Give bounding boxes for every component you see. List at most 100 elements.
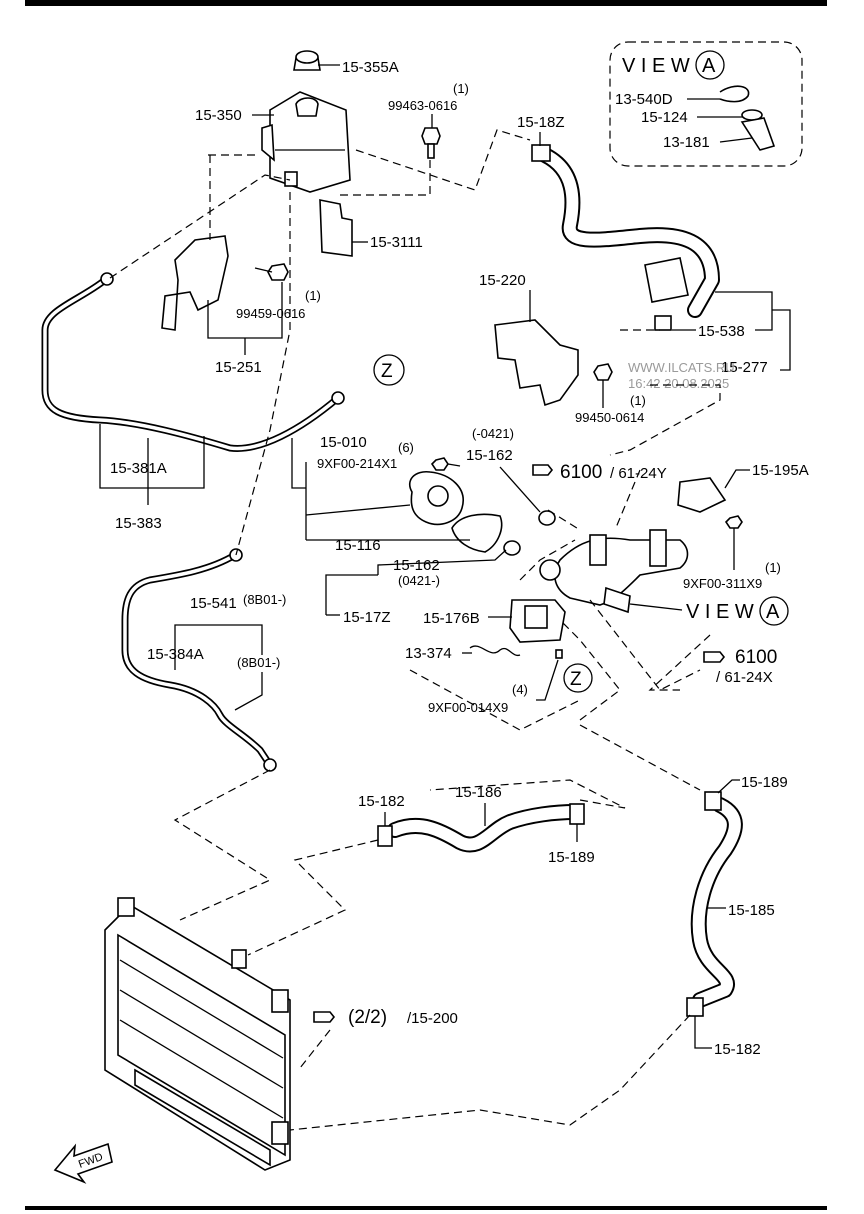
label-15-384A: 15-384A (147, 646, 204, 663)
clamp-15-189-upper (569, 803, 585, 825)
clamp-15-182-right (686, 997, 704, 1017)
connector-15-538 (644, 257, 689, 303)
ref-6100-lower-group: 6100 / 61-24X (703, 647, 777, 686)
label-99463-0616: 99463-0616 (388, 98, 457, 113)
view-a-part-13-181: 13-181 (663, 134, 710, 151)
label-15-384A-note: (8B01-) (237, 655, 280, 670)
ref-2-2: (2/2) (348, 1007, 387, 1028)
label-15-185: 15-185 (728, 902, 775, 919)
clip-13-540D (719, 85, 750, 103)
gasket-15-116 (451, 513, 503, 553)
label-15-383: 15-383 (115, 515, 162, 532)
label-15-186: 15-186 (455, 784, 502, 801)
label-15-010: 15-010 (320, 434, 367, 451)
view-a-inset-circle (695, 50, 725, 80)
ref-15-200: /15-200 (407, 1010, 458, 1027)
label-99459-qty: (1) (305, 288, 321, 303)
dashed-connection-lines (109, 129, 721, 1131)
pipe-15-384A: 15-541 (8B01-) 15-384A (8B01-) (121, 548, 286, 772)
ref-hand-6100-upper (532, 464, 554, 476)
watermark-site: WWW.ILCATS.RU (628, 360, 735, 375)
bolt-99463-0616: (1) 99463-0616 (388, 81, 469, 159)
clamp-15-18Z (531, 144, 551, 162)
label-15-189-upper: 15-189 (741, 774, 788, 791)
overflow-pipe-15-381A: 15-381A 15-383 Z (41, 272, 405, 532)
label-15-17Z: 15-17Z (343, 609, 391, 626)
fitting-13-181 (740, 117, 776, 151)
ref-61-24X: / 61-24X (716, 669, 773, 686)
label-9XF00-311X9-qty: (1) (765, 560, 781, 575)
bracket-15-251: (1) 99459-0616 15-251 (161, 235, 321, 376)
view-a-callout-circle (759, 596, 789, 626)
bracket-15-195A (677, 477, 727, 513)
label-99450-qty: (1) (630, 393, 646, 408)
label-15-18Z: 15-18Z (517, 114, 565, 131)
ref-6100-upper: 6100 (560, 462, 602, 483)
label-15-220: 15-220 (479, 272, 526, 289)
label-13-374: 13-374 (405, 645, 452, 662)
view-a-inset-letter: A (702, 55, 716, 77)
bolt-9XF00-014X9 (555, 649, 563, 659)
bracket-15-3111: 15-3111 (319, 199, 423, 257)
clamp-15-182-upper (377, 825, 393, 847)
z-marker-lower (563, 663, 593, 693)
label-15-189-lower: 15-189 (548, 849, 595, 866)
label-15-350: 15-350 (195, 107, 242, 124)
label-9XF00-214X1-qty: (6) (398, 440, 414, 455)
z-marker-upper (373, 354, 405, 386)
bolt-9XF00-311X9 (724, 515, 743, 529)
label-15-381A: 15-381A (110, 460, 167, 477)
label-15-541: 15-541 (190, 595, 237, 612)
label-15-162-upper-note: (-0421) (472, 426, 514, 441)
label-15-3111: 15-3111 (370, 234, 423, 251)
view-a-part-13-540D: 13-540D (615, 91, 673, 108)
label-15-195A: 15-195A (752, 462, 809, 479)
label-15-277: 15-277 (721, 359, 768, 376)
thermostat-15-176B: 15-176B 13-374 (4) 9XF00-014X9 Z (405, 599, 593, 715)
fitting-view-a (603, 586, 631, 614)
label-9XF00-014X9-qty: (4) (512, 682, 528, 697)
top-border-bar (25, 0, 827, 6)
label-15-541-note: (8B01-) (243, 592, 286, 607)
o-ring-15-162-group: (-0421) 15-162 6100 / 61-24Y 15-162 (042… (377, 426, 667, 588)
view-a-callout-title: V I E W (686, 601, 754, 623)
bottom-border-bar (25, 1206, 827, 1210)
water-pump-15-010: 15-010 (6) 9XF00-214X1 15-116 (291, 434, 503, 554)
gasket-13-374 (469, 645, 521, 657)
view-a-callout-letter: A (766, 601, 780, 623)
label-15-162-lower: 15-162 (393, 557, 440, 574)
label-15-116: 15-116 (335, 537, 381, 554)
label-15-538: 15-538 (698, 323, 745, 340)
bolt-99459-0616 (267, 263, 289, 281)
ref-hand-2-2 (313, 1011, 336, 1023)
bracket-15-220: 15-220 (1) 99450-0614 (479, 272, 646, 425)
view-a-inset-title: V I E W (622, 55, 690, 77)
label-99463-qty: (1) (453, 81, 469, 96)
label-99459-0616: 99459-0616 (236, 306, 305, 321)
label-9XF00-014X9: 9XF00-014X9 (428, 700, 508, 715)
label-15-355A: 15-355A (342, 59, 399, 76)
hose-15-18Z: 15-18Z 15-538 15-277 (517, 114, 791, 376)
view-a-part-15-124: 15-124 (641, 109, 688, 126)
watermark-timestamp: 16:42 20.08.2025 (628, 376, 729, 391)
label-15-176B: 15-176B (423, 610, 480, 627)
hose-15-186: 15-182 15-186 15-189 (358, 784, 595, 866)
reservoir-tank-assembly: 15-355A 15-350 (195, 50, 399, 193)
fwd-arrow: FWD (53, 1142, 113, 1184)
label-15-162-upper: 15-162 (466, 447, 513, 464)
label-15-182-lower: 15-182 (714, 1041, 761, 1058)
bolt-99450-0614 (593, 363, 613, 381)
ref-hand-6100-lower (703, 651, 726, 663)
bolt-9XF00-214X1 (430, 457, 449, 471)
reservoir-tank-15-350 (269, 91, 351, 193)
label-15-162-lower-note: (0421-) (398, 573, 440, 588)
radiator: (2/2) /15-200 (104, 897, 458, 1171)
label-99450-0614: 99450-0614 (575, 410, 644, 425)
ref-6100-lower: 6100 (735, 647, 777, 668)
label-9XF00-214X1: 9XF00-214X1 (317, 456, 397, 471)
z-marker-lower-letter: Z (570, 669, 582, 690)
hose-15-185: 15-189 15-185 15-182 (686, 774, 788, 1058)
clamp-15-189-right (704, 791, 722, 811)
label-9XF00-311X9: 9XF00-311X9 (683, 576, 762, 591)
